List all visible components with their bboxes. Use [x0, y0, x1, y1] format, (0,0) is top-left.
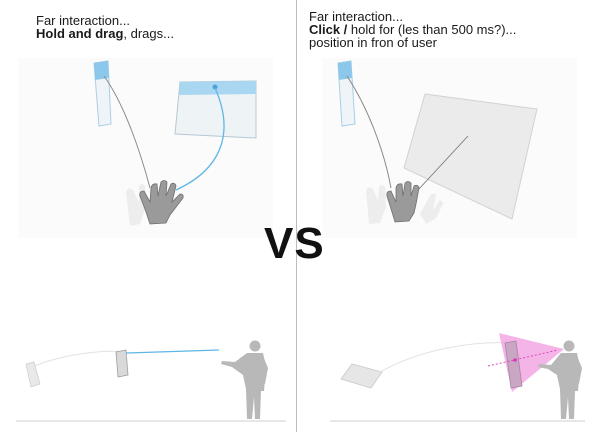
left-side-ray [126, 350, 219, 353]
left-side-window-origin [26, 362, 40, 387]
right-arc-trail [380, 342, 520, 372]
left-side-window-dragged [116, 350, 128, 377]
left-person-figure [221, 341, 268, 420]
left-caption-bold: Hold and drag [36, 26, 123, 41]
left-caption-rest: , drags... [123, 26, 174, 41]
right-caption-line3: position in fron of user [309, 36, 516, 49]
vs-label: VS [264, 222, 325, 266]
right-caption: Far interaction... Click / hold for (les… [309, 10, 516, 49]
left-arc-trail [34, 351, 126, 366]
left-caption: Far interaction... Hold and drag, drags.… [36, 14, 174, 40]
right-side-window-origin [341, 364, 382, 388]
right-ray-dot [513, 358, 517, 362]
